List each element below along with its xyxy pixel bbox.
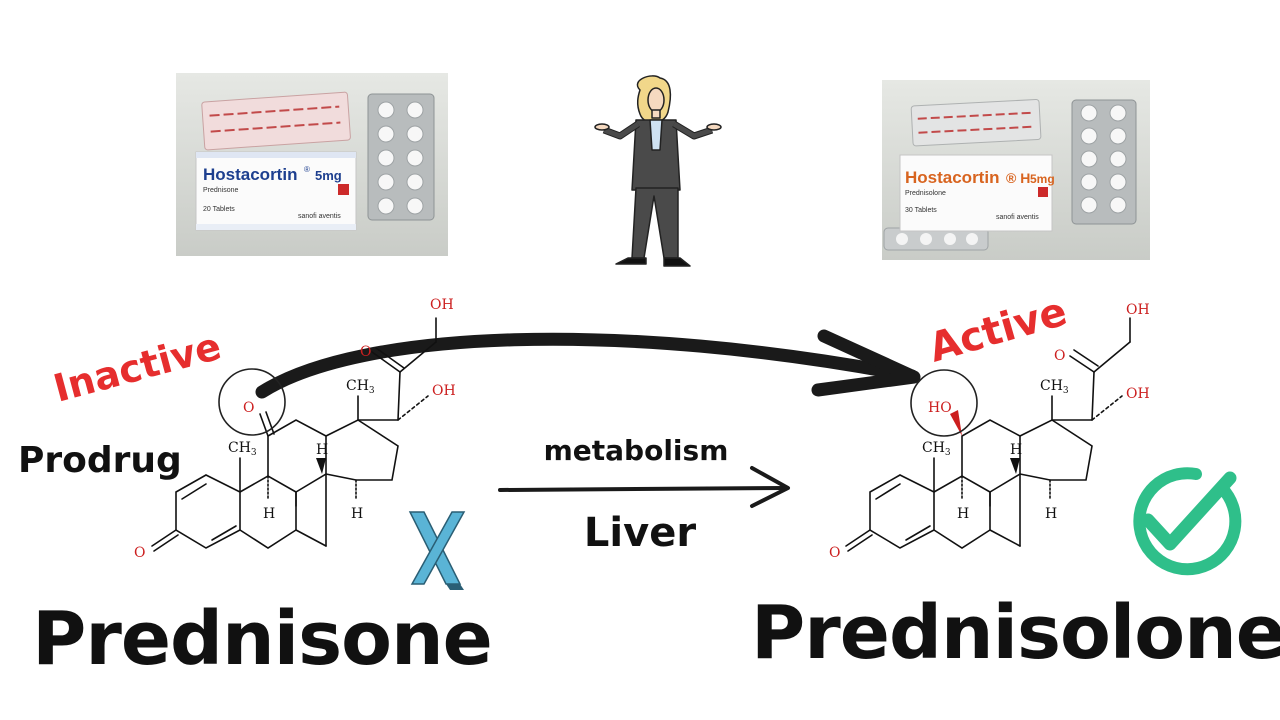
shrugging-person-illustration bbox=[594, 75, 722, 267]
left-strength: 5mg bbox=[315, 168, 342, 183]
right-tablet-count: 30 Tablets bbox=[905, 207, 937, 214]
x-mark-icon bbox=[408, 511, 466, 590]
left-highlight-circle bbox=[218, 368, 286, 436]
prednisolone-structure: O HO O OH OH CH3 CH3 H H H bbox=[829, 302, 1150, 561]
left-ch3-label-a: CH3 bbox=[228, 440, 257, 458]
left-brand-name: Hostacortin bbox=[203, 165, 297, 184]
inactive-label: Inactive bbox=[49, 324, 226, 411]
liver-label: Liver bbox=[584, 510, 696, 556]
left-tablet-count: 20 Tablets bbox=[203, 206, 235, 213]
left-o-label-sidechain: O bbox=[360, 344, 371, 360]
right-ch3-label-a: CH3 bbox=[922, 440, 951, 458]
check-circle-icon bbox=[1133, 467, 1242, 576]
right-o-label-ring-a: O bbox=[829, 545, 840, 561]
active-label: Active bbox=[924, 289, 1072, 372]
left-package-logo bbox=[338, 184, 349, 195]
prednisone-structure: O O O OH OH CH3 CH3 H H H bbox=[134, 297, 456, 561]
prednisone-title: Prednisone bbox=[32, 596, 492, 682]
right-oh-label-17: OH bbox=[1126, 386, 1150, 402]
right-ingredient: Prednisolone bbox=[905, 190, 946, 197]
right-h-label-8: H bbox=[1010, 442, 1022, 458]
left-h-label-14: H bbox=[351, 506, 363, 522]
right-package-photo: Hostacortin ® H 5mg Prednisolone 30 Tabl… bbox=[882, 80, 1150, 260]
right-o-label-sidechain: O bbox=[1054, 348, 1065, 364]
left-ch3-label-b: CH3 bbox=[346, 378, 375, 396]
left-oh-label-top: OH bbox=[430, 297, 454, 313]
metabolism-label: metabolism bbox=[544, 434, 729, 467]
left-brand-suffix: ® bbox=[304, 165, 310, 174]
right-oh-label-top: OH bbox=[1126, 302, 1150, 318]
right-highlight-circle bbox=[910, 369, 978, 437]
metabolism-arrow bbox=[498, 466, 790, 508]
left-maker: sanofi aventis bbox=[298, 213, 341, 220]
right-strength: 5mg bbox=[1030, 172, 1055, 186]
left-oh-label-17: OH bbox=[432, 383, 456, 399]
right-ch3-label-b: CH3 bbox=[1040, 378, 1069, 396]
left-h-label-8: H bbox=[316, 442, 328, 458]
right-brand-name: Hostacortin bbox=[905, 168, 999, 187]
right-maker: sanofi aventis bbox=[996, 214, 1039, 221]
right-package-box bbox=[899, 154, 1053, 232]
prednisolone-title: Prednisolone bbox=[751, 590, 1280, 676]
conversion-arrow bbox=[255, 329, 921, 399]
left-package-photo: Hostacortin ® 5mg Prednisone 20 Tablets … bbox=[176, 73, 448, 256]
right-h-label-9: H bbox=[957, 506, 969, 522]
right-brand-suffix: ® H bbox=[1006, 170, 1030, 186]
right-ho-label-11: HO bbox=[928, 400, 952, 416]
left-o-label-ring-a: O bbox=[134, 545, 145, 561]
right-package-logo bbox=[1038, 187, 1048, 197]
prodrug-label: Prodrug bbox=[18, 440, 182, 481]
left-h-label-9: H bbox=[263, 506, 275, 522]
left-o-label-keto: O bbox=[243, 400, 254, 416]
right-h-label-14: H bbox=[1045, 506, 1057, 522]
left-ingredient: Prednisone bbox=[203, 187, 239, 194]
